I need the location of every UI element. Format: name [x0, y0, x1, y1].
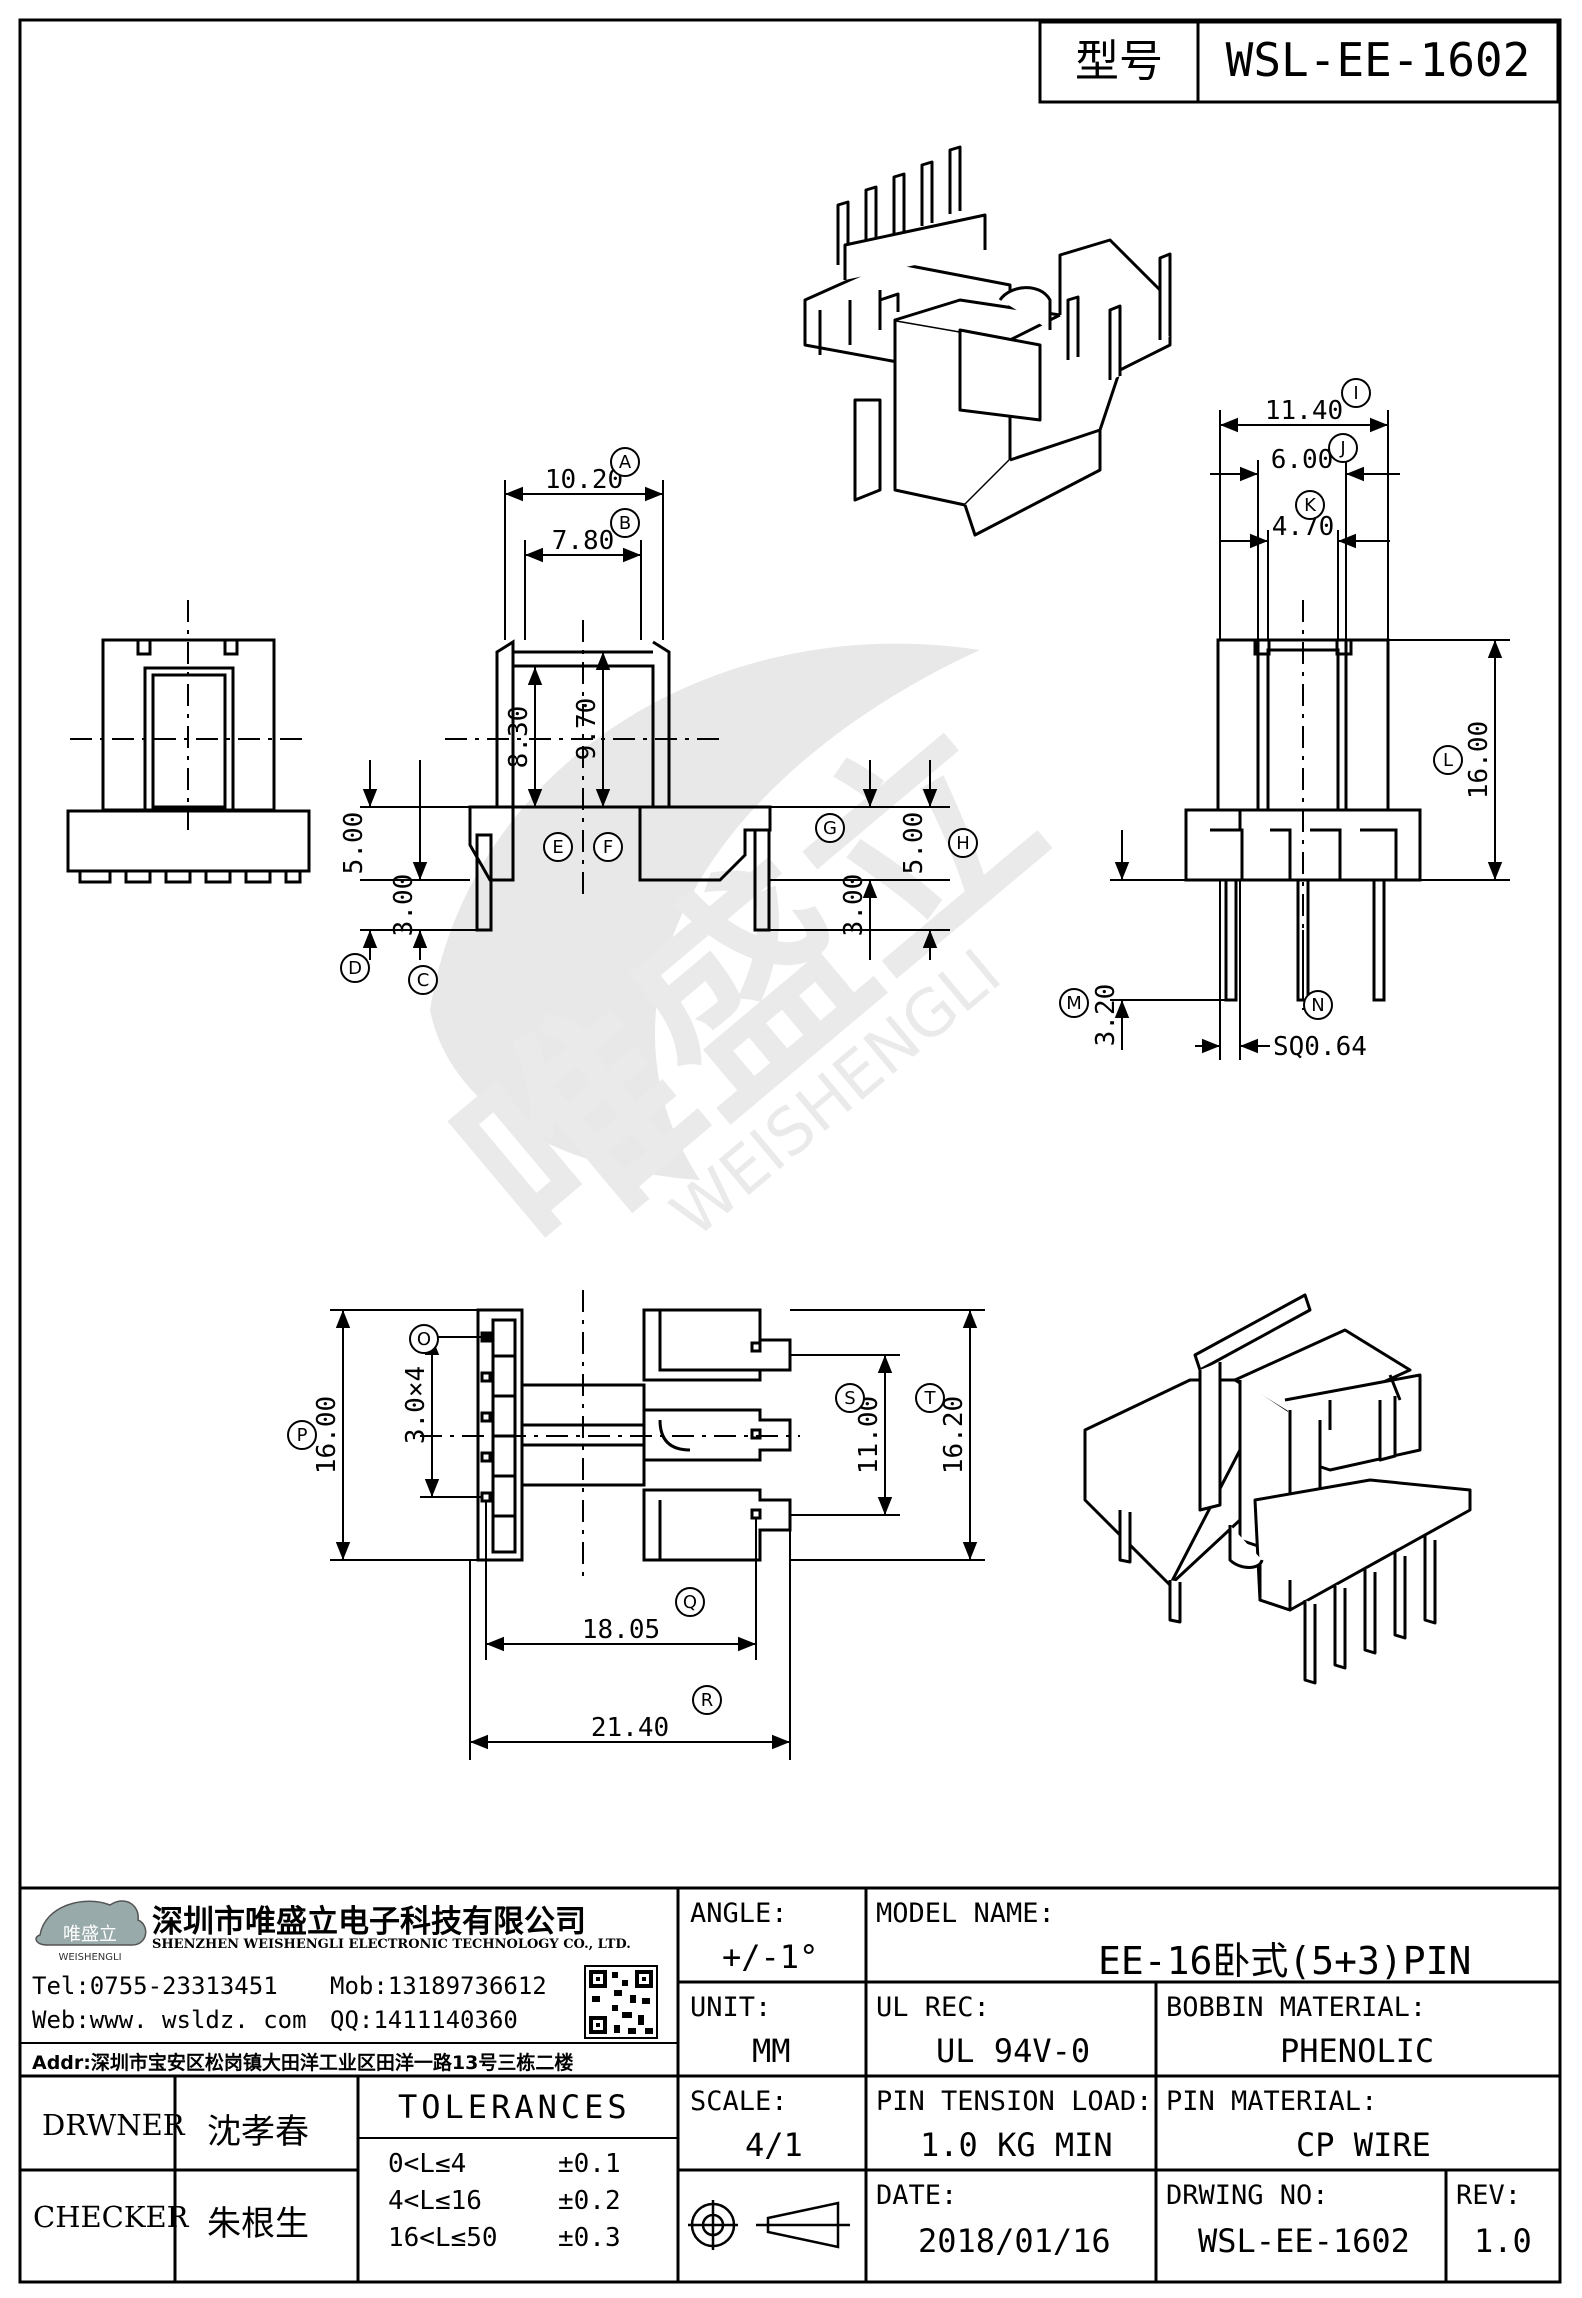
company-name-cn: 深圳市唯盛立电子科技有限公司	[152, 1904, 586, 1940]
rev-value: 1.0	[1474, 2222, 1532, 2260]
date-value: 2018/01/16	[918, 2222, 1111, 2260]
callouts	[287, 378, 1463, 1715]
model-name-value: EE-16卧式(5+3)PIN	[1098, 1939, 1472, 1983]
dim-r: 21.40	[591, 1713, 669, 1743]
angle-value: +/-1°	[722, 1938, 819, 1976]
qr-code	[584, 1965, 658, 2039]
projection-symbol-icon	[688, 2200, 850, 2250]
date-label: DATE:	[876, 2180, 958, 2211]
callout-k: K	[1304, 495, 1317, 516]
right-view	[1184, 600, 1422, 1060]
model-header-box: 型号 WSL-EE-1602	[1038, 20, 1560, 104]
pin-tension-label: PIN TENSION LOAD:	[876, 2086, 1153, 2117]
callout-t: T	[924, 1388, 937, 1409]
dimension-texts: 10.20 7.80 8.30 9.70 5.00 3.00 3.00 5.00…	[312, 396, 1494, 1743]
model-name-label: MODEL NAME:	[876, 1898, 1055, 1929]
dim-q: 18.05	[582, 1615, 660, 1645]
dim-f: 9.70	[572, 698, 602, 761]
callout-o: O	[417, 1329, 431, 1350]
company-name-en: SHENZHEN WEISHENGLI ELECTRONIC TECHNOLOG…	[152, 1937, 631, 1952]
callout-g: G	[823, 818, 837, 839]
bobbin-material-label: BOBBIN MATERIAL:	[1166, 1992, 1427, 2023]
drwing-no-label: DRWING NO:	[1166, 2180, 1329, 2211]
isometric-view-bottom	[1083, 1293, 1472, 1685]
dim-l: 16.00	[1464, 721, 1494, 799]
callout-r: R	[701, 1690, 714, 1711]
callout-e: E	[552, 837, 563, 858]
tolerances-label: TOLERANCES	[398, 2088, 631, 2126]
callout-h: H	[956, 833, 970, 854]
callout-s: S	[844, 1388, 855, 1409]
tolerance-value-3: ±0.3	[558, 2223, 621, 2253]
tolerance-range-1: 0<L≤4	[388, 2149, 467, 2179]
angle-label: ANGLE:	[690, 1898, 788, 1929]
pin-material-value: CP WIRE	[1296, 2126, 1431, 2164]
mob-text: Mob:13189736612	[330, 1972, 547, 2000]
bobbin-material-value: PHENOLIC	[1280, 2032, 1435, 2070]
dim-e: 8.30	[504, 706, 534, 769]
checker-label: CHECKER	[33, 2200, 189, 2234]
logo-text-en: WEISHENGLI	[58, 1952, 121, 1963]
callout-a: A	[619, 452, 632, 473]
tel-text: Tel:0755-23313451	[32, 1972, 278, 2000]
callout-n: N	[1311, 995, 1324, 1016]
unit-label: UNIT:	[690, 1992, 772, 2023]
pin-tension-value: 1.0 KG MIN	[920, 2126, 1113, 2164]
dim-c: 3.00	[389, 874, 419, 937]
qq-text: QQ:1411140360	[330, 2006, 518, 2034]
web-text: Web:www. wsldz. com	[32, 2006, 307, 2034]
scale-value: 4/1	[745, 2126, 803, 2164]
address-text: Addr:深圳市宝安区松岗镇大田洋工业区田洋一路13号三栋二楼	[32, 2052, 574, 2074]
bottom-view	[420, 1290, 800, 1580]
dim-i: 11.40	[1265, 396, 1343, 426]
callout-p: P	[297, 1425, 308, 1446]
logo-text-cn: 唯盛立	[63, 1924, 117, 1945]
dim-j: 6.00	[1271, 445, 1334, 475]
callout-b: B	[619, 513, 631, 534]
callout-m: M	[1066, 993, 1082, 1014]
callout-c: C	[417, 970, 430, 991]
tolerance-value-1: ±0.1	[558, 2149, 621, 2179]
drwner-label: DRWNER	[42, 2108, 185, 2142]
dim-o: 3.0×4	[401, 1366, 431, 1444]
border-frame	[18, 18, 1562, 2284]
isometric-view-top	[803, 145, 1172, 537]
callout-f: F	[603, 837, 613, 858]
callout-j: J	[1339, 438, 1345, 459]
tolerance-range-2: 4<L≤16	[388, 2186, 482, 2216]
tolerance-range-3: 16<L≤50	[388, 2223, 498, 2253]
dim-t: 16.20	[939, 1396, 969, 1474]
callout-l: L	[1443, 750, 1453, 771]
side-view	[445, 620, 772, 932]
model-header-value: WSL-EE-1602	[1226, 33, 1531, 87]
checker-value: 朱根生	[207, 2204, 309, 2244]
ul-rec-label: UL REC:	[876, 1992, 990, 2023]
model-header-label: 型号	[1075, 36, 1163, 87]
company-logo: 唯盛立 WEISHENGLI	[35, 1900, 147, 1963]
front-view	[66, 600, 311, 884]
dim-a: 10.20	[545, 465, 623, 495]
dimension-lines	[330, 410, 1510, 1760]
pin-material-label: PIN MATERIAL:	[1166, 2086, 1378, 2117]
dim-d: 5.00	[339, 812, 369, 875]
unit-value: MM	[752, 2032, 791, 2070]
ul-rec-value: UL 94V-0	[936, 2032, 1091, 2070]
dim-m: 3.20	[1091, 984, 1121, 1047]
tolerance-value-2: ±0.2	[558, 2186, 621, 2216]
title-block-grid	[20, 1886, 1560, 2282]
dim-g: 3.00	[839, 874, 869, 937]
drwner-value: 沈孝春	[207, 2112, 309, 2152]
callout-d: D	[348, 958, 362, 979]
dim-h: 5.00	[899, 812, 929, 875]
dim-b: 7.80	[552, 526, 615, 556]
callout-i: I	[1353, 383, 1358, 404]
dim-n: SQ0.64	[1273, 1032, 1367, 1062]
scale-label: SCALE:	[690, 2086, 788, 2117]
callout-q: Q	[683, 1592, 697, 1613]
drwing-no-value: WSL-EE-1602	[1198, 2222, 1410, 2260]
rev-label: REV:	[1456, 2180, 1522, 2211]
callout-letters: A B E F D C G H I J K L M N O P Q R S T	[297, 383, 1453, 1711]
